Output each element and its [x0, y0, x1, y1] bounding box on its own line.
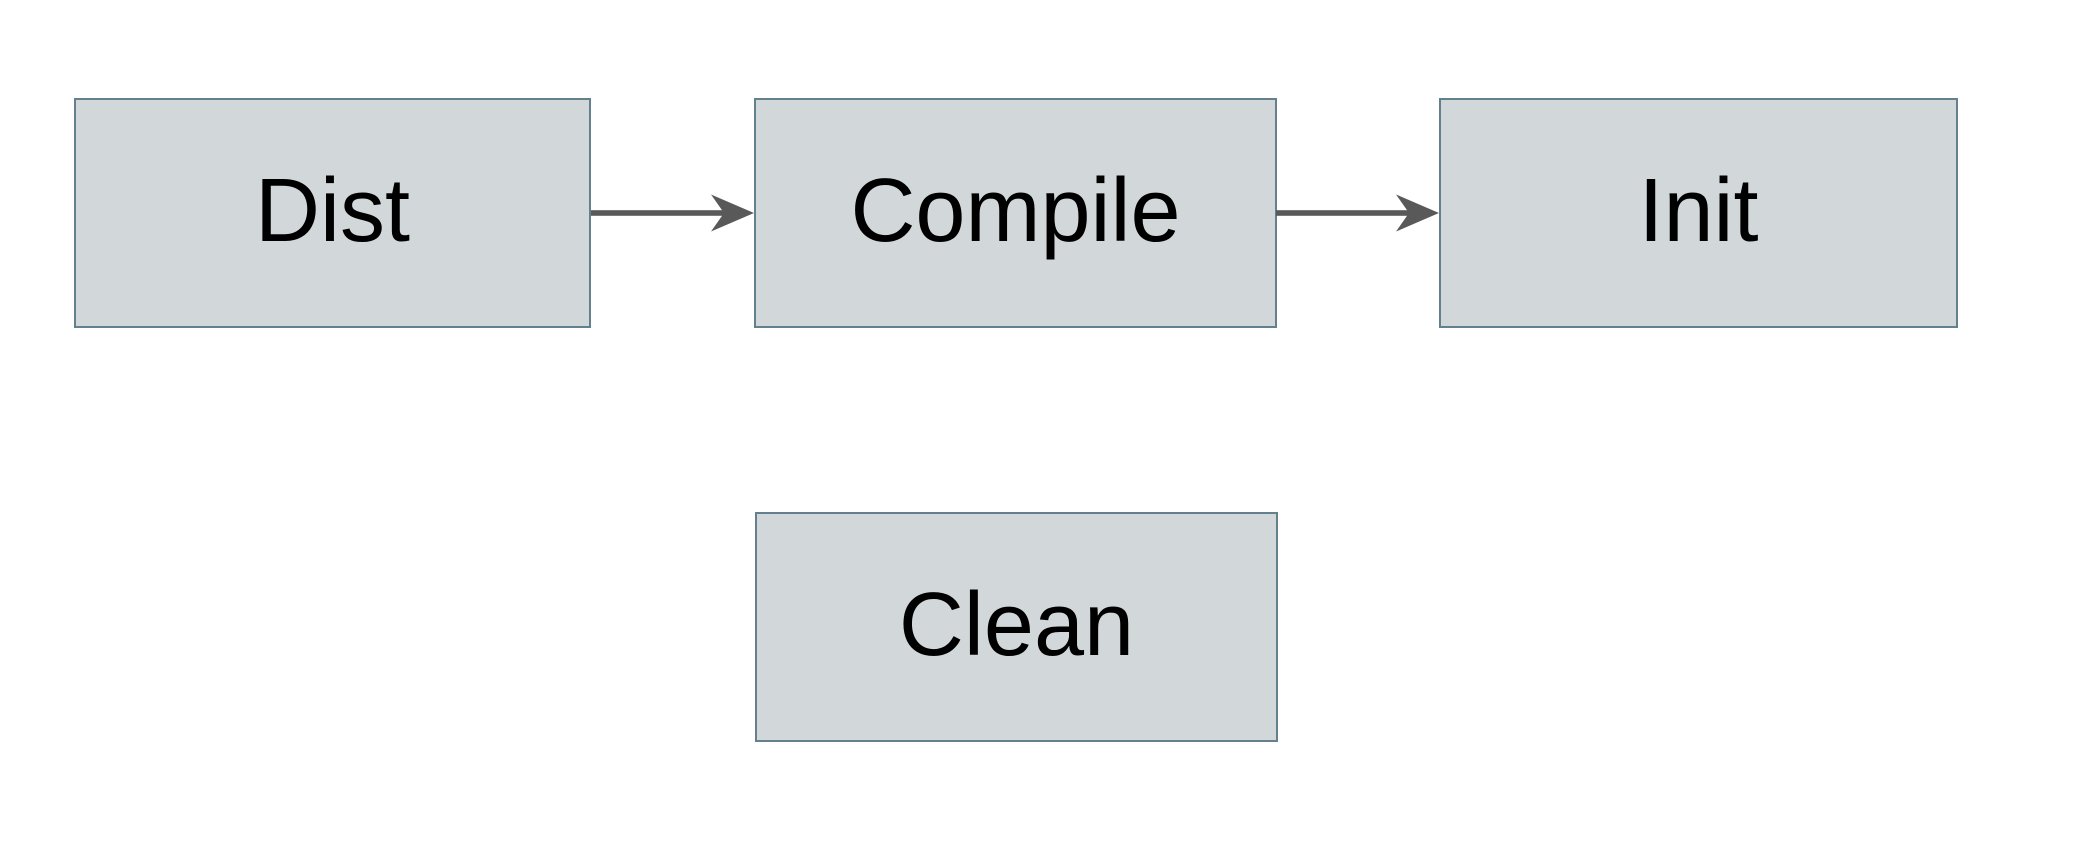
arrowhead-icon [711, 194, 754, 232]
node-init-label: Init [1638, 161, 1759, 261]
arrow-compile-to-init-icon [1276, 194, 1439, 232]
node-compile: Compile [754, 98, 1277, 328]
node-compile-label: Compile [850, 161, 1181, 261]
node-dist-label: Dist [255, 161, 410, 261]
arrow-dist-to-compile-icon [591, 194, 754, 232]
arrow-shaft [591, 210, 725, 216]
arrow-shaft [1276, 210, 1410, 216]
node-dist: Dist [74, 98, 591, 328]
node-init: Init [1439, 98, 1958, 328]
node-clean-label: Clean [898, 575, 1135, 675]
arrowhead-icon [1396, 194, 1439, 232]
node-clean: Clean [755, 512, 1278, 742]
